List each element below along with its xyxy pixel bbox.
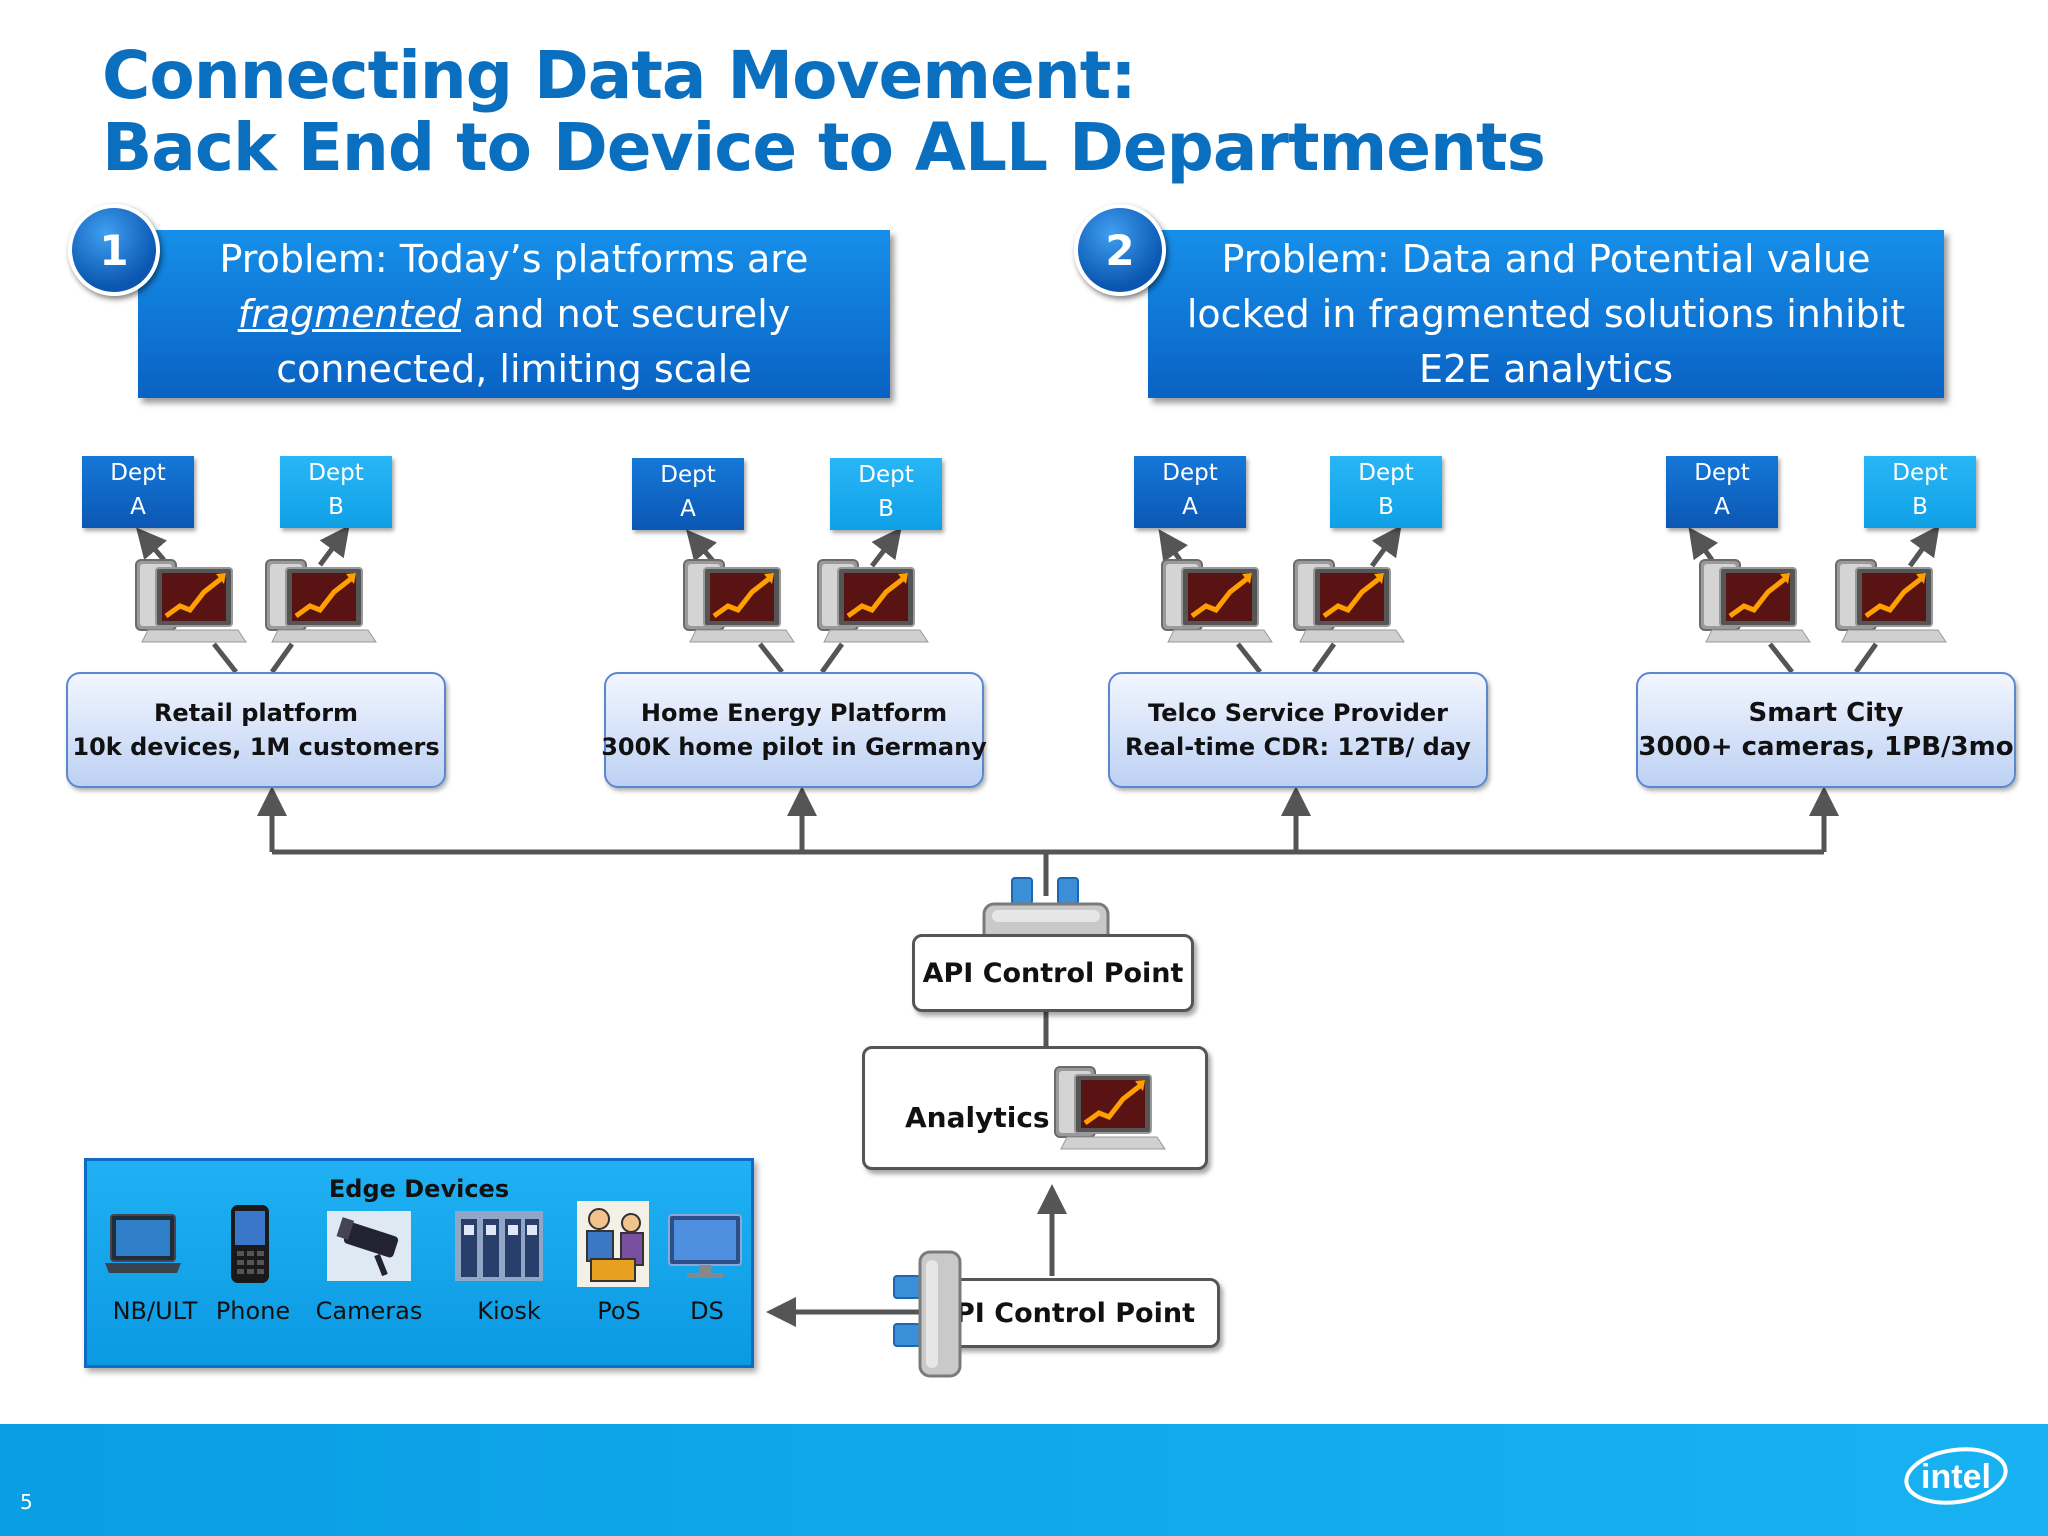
smart-city-platform-box: Smart City 3000+ cameras, 1PB/3mo	[1636, 672, 2016, 788]
edge-devices-title: Edge Devices	[328, 1175, 510, 1203]
device-label-kiosk: Kiosk	[477, 1297, 541, 1325]
problem-2-line-3: E2E analytics	[1418, 346, 1674, 391]
dept-word: Dept	[1162, 460, 1218, 486]
dept-letter: A	[1714, 494, 1730, 520]
slide-title-line-1: Connecting Data Movement:	[102, 37, 1137, 114]
computer-icon	[1826, 558, 1950, 646]
analytics-label: Analytics	[905, 1101, 1050, 1134]
intel-logo-text: intel	[1921, 1458, 1991, 1496]
slide-title: Connecting Data Movement: Back End to De…	[102, 37, 1546, 186]
dept-letter: B	[1912, 494, 1928, 520]
camera-icon	[327, 1211, 411, 1281]
computer-icon	[1690, 558, 1814, 646]
dept-word: Dept	[1694, 460, 1750, 486]
device-label-cameras: Cameras	[315, 1297, 423, 1325]
footer-bar	[0, 1424, 2048, 1536]
laptop-icon	[105, 1214, 181, 1273]
dept-letter: A	[130, 494, 146, 520]
dept-word: Dept	[1892, 460, 1948, 486]
device-label-phone: Phone	[215, 1297, 291, 1325]
platform-name: Smart City	[1748, 698, 1904, 728]
problem-2-line-2: locked in fragmented solutions inhibit	[1186, 291, 1906, 336]
dept-letter: B	[878, 496, 894, 522]
device-label-pos: PoS	[597, 1297, 641, 1325]
computer-icon	[1284, 558, 1408, 646]
platform-detail: 300K home pilot in Germany	[601, 733, 987, 761]
problem-1-number-badge: 1	[68, 204, 160, 296]
problem-1-box: Problem: Today’s platforms are fragmente…	[138, 230, 890, 398]
problem-1-line-3: connected, limiting scale	[276, 346, 752, 391]
device-label-nb-ult: NB/ULT	[112, 1297, 198, 1325]
slide-title-line-2: Back End to Device to ALL Departments	[102, 109, 1546, 186]
pos-icon	[577, 1201, 649, 1287]
kiosk-icon	[455, 1211, 543, 1281]
problem-1-emphasis: fragmented	[237, 291, 461, 336]
problem-1-line-2: fragmented and not securely	[238, 287, 791, 342]
home-energy-platform-box: Home Energy Platform 300K home pilot in …	[601, 672, 987, 788]
dept-word: Dept	[858, 462, 914, 488]
computer-icon	[1152, 558, 1276, 646]
api-control-point-top: API Control Point	[912, 934, 1194, 1012]
display-icon	[668, 1214, 742, 1278]
problem-2-box: Problem: Data and Potential value locked…	[1148, 230, 1944, 398]
api-control-point-bottom: API Control Point	[924, 1278, 1220, 1348]
computer-icon	[674, 558, 798, 646]
computer-icon	[126, 558, 250, 646]
dept-letter: B	[328, 494, 344, 520]
problem-1-line-1: Problem: Today’s platforms are	[219, 236, 809, 281]
platform-name: Home Energy Platform	[640, 699, 948, 727]
page-number: 5	[20, 1490, 33, 1514]
computer-icon	[808, 558, 932, 646]
retail-platform-box: Retail platform 10k devices, 1M customer…	[66, 672, 446, 788]
analytics-box: Analytics	[862, 1046, 1208, 1170]
phone-icon	[231, 1205, 269, 1283]
edge-devices-box: Edge Devices NB/ULT Phone Cameras Kiosk	[84, 1158, 754, 1368]
problem-2-line-1: Problem: Data and Potential value	[1221, 236, 1871, 281]
dept-letter: B	[1378, 494, 1394, 520]
telco-platform-box: Telco Service Provider Real-time CDR: 12…	[1108, 672, 1488, 788]
dept-word: Dept	[110, 460, 166, 486]
platform-name: Retail platform	[153, 699, 359, 727]
intel-logo: intel	[1904, 1447, 2008, 1505]
computer-icon	[256, 558, 380, 646]
platform-detail: 3000+ cameras, 1PB/3mo	[1638, 732, 2014, 762]
dept-word: Dept	[1358, 460, 1414, 486]
computer-icon	[1045, 1065, 1169, 1153]
dept-letter: A	[680, 496, 696, 522]
device-label-ds: DS	[690, 1297, 724, 1325]
api-gateway-icon	[893, 1250, 962, 1378]
platform-detail: Real-time CDR: 12TB/ day	[1125, 733, 1471, 761]
problem-2-number-badge: 2	[1074, 204, 1166, 296]
dept-word: Dept	[308, 460, 364, 486]
dept-word: Dept	[660, 462, 716, 488]
platform-name: Telco Service Provider	[1148, 699, 1448, 727]
dept-letter: A	[1182, 494, 1198, 520]
problem-1-line-2-rest: and not securely	[460, 291, 791, 336]
platform-detail: 10k devices, 1M customers	[72, 733, 440, 761]
